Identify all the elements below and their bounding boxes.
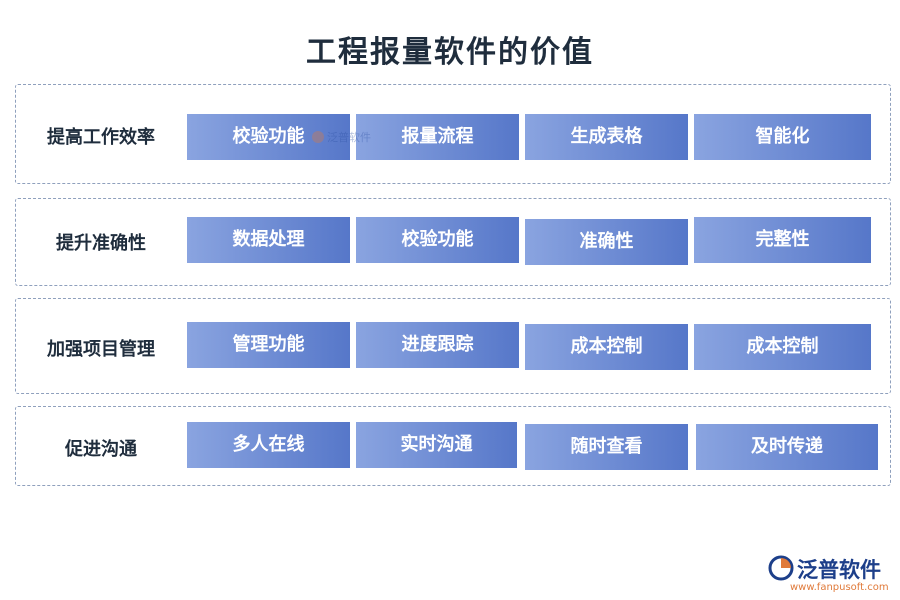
value-box: 成本控制 [694,324,871,370]
value-box: 随时查看 [525,424,688,470]
row-label: 促进沟通 [65,439,137,460]
value-box: 智能化 [694,114,871,160]
value-box: 准确性 [525,219,688,265]
brand-logo-icon [768,555,794,581]
value-box: 及时传递 [696,424,878,470]
brand-name: 泛普软件 [797,558,881,582]
value-box: 进度跟踪 [356,322,519,368]
value-row-communication: 促进沟通 [15,406,891,486]
value-box: 实时沟通 [356,422,517,468]
value-box: 完整性 [694,217,871,263]
brand-logo: 泛普软件 www.fanpusoft.com [768,554,898,600]
watermark-text: 泛普软件 [327,131,371,144]
page-title: 工程报量软件的价值 [306,35,594,70]
value-box: 校验功能 [187,114,350,160]
value-box: 校验功能 [356,217,519,263]
watermark: 泛普软件 [312,128,376,148]
value-box: 多人在线 [187,422,350,468]
value-box: 数据处理 [187,217,350,263]
value-box: 成本控制 [525,324,688,370]
brand-url: www.fanpusoft.com [790,582,889,593]
value-box: 生成表格 [525,114,688,160]
row-label: 提高工作效率 [47,127,155,148]
value-box: 报量流程 [356,114,519,160]
watermark-logo-icon [312,131,324,143]
value-row-efficiency: 提高工作效率 [15,84,891,184]
value-box: 管理功能 [187,322,350,368]
value-row-project-management: 加强项目管理 [15,298,891,394]
row-label: 提升准确性 [56,233,146,254]
value-row-accuracy: 提升准确性 [15,198,891,286]
row-label: 加强项目管理 [47,339,155,360]
